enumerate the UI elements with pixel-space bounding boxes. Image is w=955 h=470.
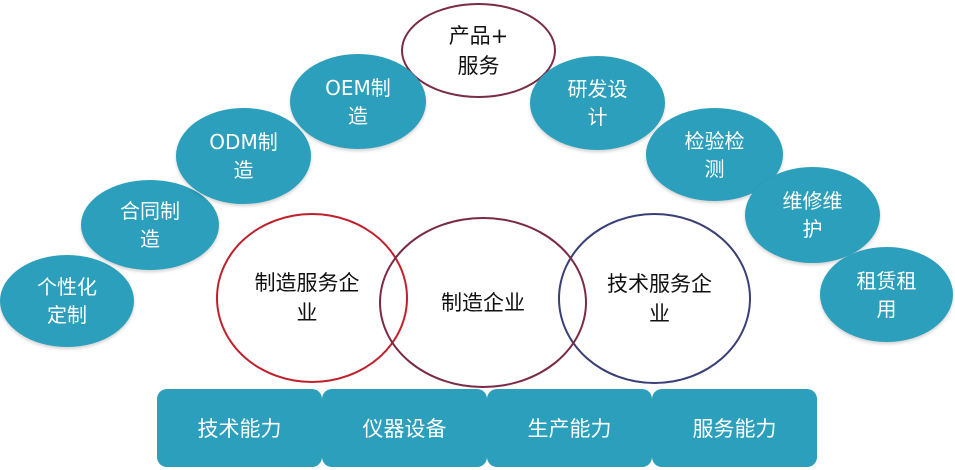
node-odm-manufacturing: ODM制 造 [176,108,311,204]
capability-production: 生产能力 [487,389,652,467]
capability-equipment: 仪器设备 [322,389,487,467]
technical-service-enterprise-line1: 技术服务企 [607,271,712,296]
product-service-node: 产品+ 服务 [401,3,556,98]
node-contract-manufacturing: 合同制 造 [81,180,219,270]
technical-service-enterprise-circle: 技术服务企 业 [558,213,751,384]
node-oem-manufacturing: OEM制 造 [290,54,426,149]
manufacturing-service-enterprise-line2: 业 [296,301,318,325]
capability-technical: 技术能力 [157,389,322,467]
product-service-line2: 服务 [457,53,500,78]
node-oem-manufacturing-line1: OEM制 [325,75,391,100]
node-odm-manufacturing-line2: 造 [233,158,254,182]
node-rd-design: 研发设 计 [530,56,665,150]
manufacturing-service-enterprise-line1: 制造服务企 [254,271,360,295]
node-maintenance-repair-line1: 维修维 [782,189,843,213]
node-maintenance-repair-line2: 护 [802,217,823,241]
node-leasing-rental-line1: 租赁租 [856,268,917,293]
node-rd-design-line1: 研发设 [567,77,628,101]
node-contract-manufacturing-line2: 造 [140,227,160,251]
node-personalized-customization-line2: 定制 [47,303,87,327]
node-inspection-testing-line1: 检验检 [684,128,745,153]
node-leasing-rental: 租赁租 用 [820,247,953,342]
capability-equipment-label: 仪器设备 [362,417,447,441]
capability-technical-label: 技术能力 [197,417,282,441]
technical-service-enterprise-line2: 业 [649,301,670,326]
manufacturing-enterprise-circle: 制造企业 [379,217,587,388]
manufacturing-enterprise-label: 制造企业 [441,290,525,315]
node-inspection-testing-line2: 测 [704,156,725,181]
node-inspection-testing: 检验检 测 [646,108,783,201]
node-odm-manufacturing-line1: ODM制 [209,130,278,154]
capability-service-label: 服务能力 [692,417,777,441]
node-personalized-customization: 个性化 定制 [0,255,134,347]
node-leasing-rental-line2: 用 [876,296,897,321]
node-personalized-customization-line1: 个性化 [37,275,97,299]
capability-production-label: 生产能力 [527,417,612,441]
product-service-line1: 产品+ [448,23,509,48]
capability-service: 服务能力 [652,389,817,467]
node-rd-design-line2: 计 [587,105,608,129]
node-maintenance-repair: 维修维 护 [745,167,880,263]
node-contract-manufacturing-line1: 合同制 [120,199,180,223]
node-oem-manufacturing-line2: 造 [347,103,368,128]
